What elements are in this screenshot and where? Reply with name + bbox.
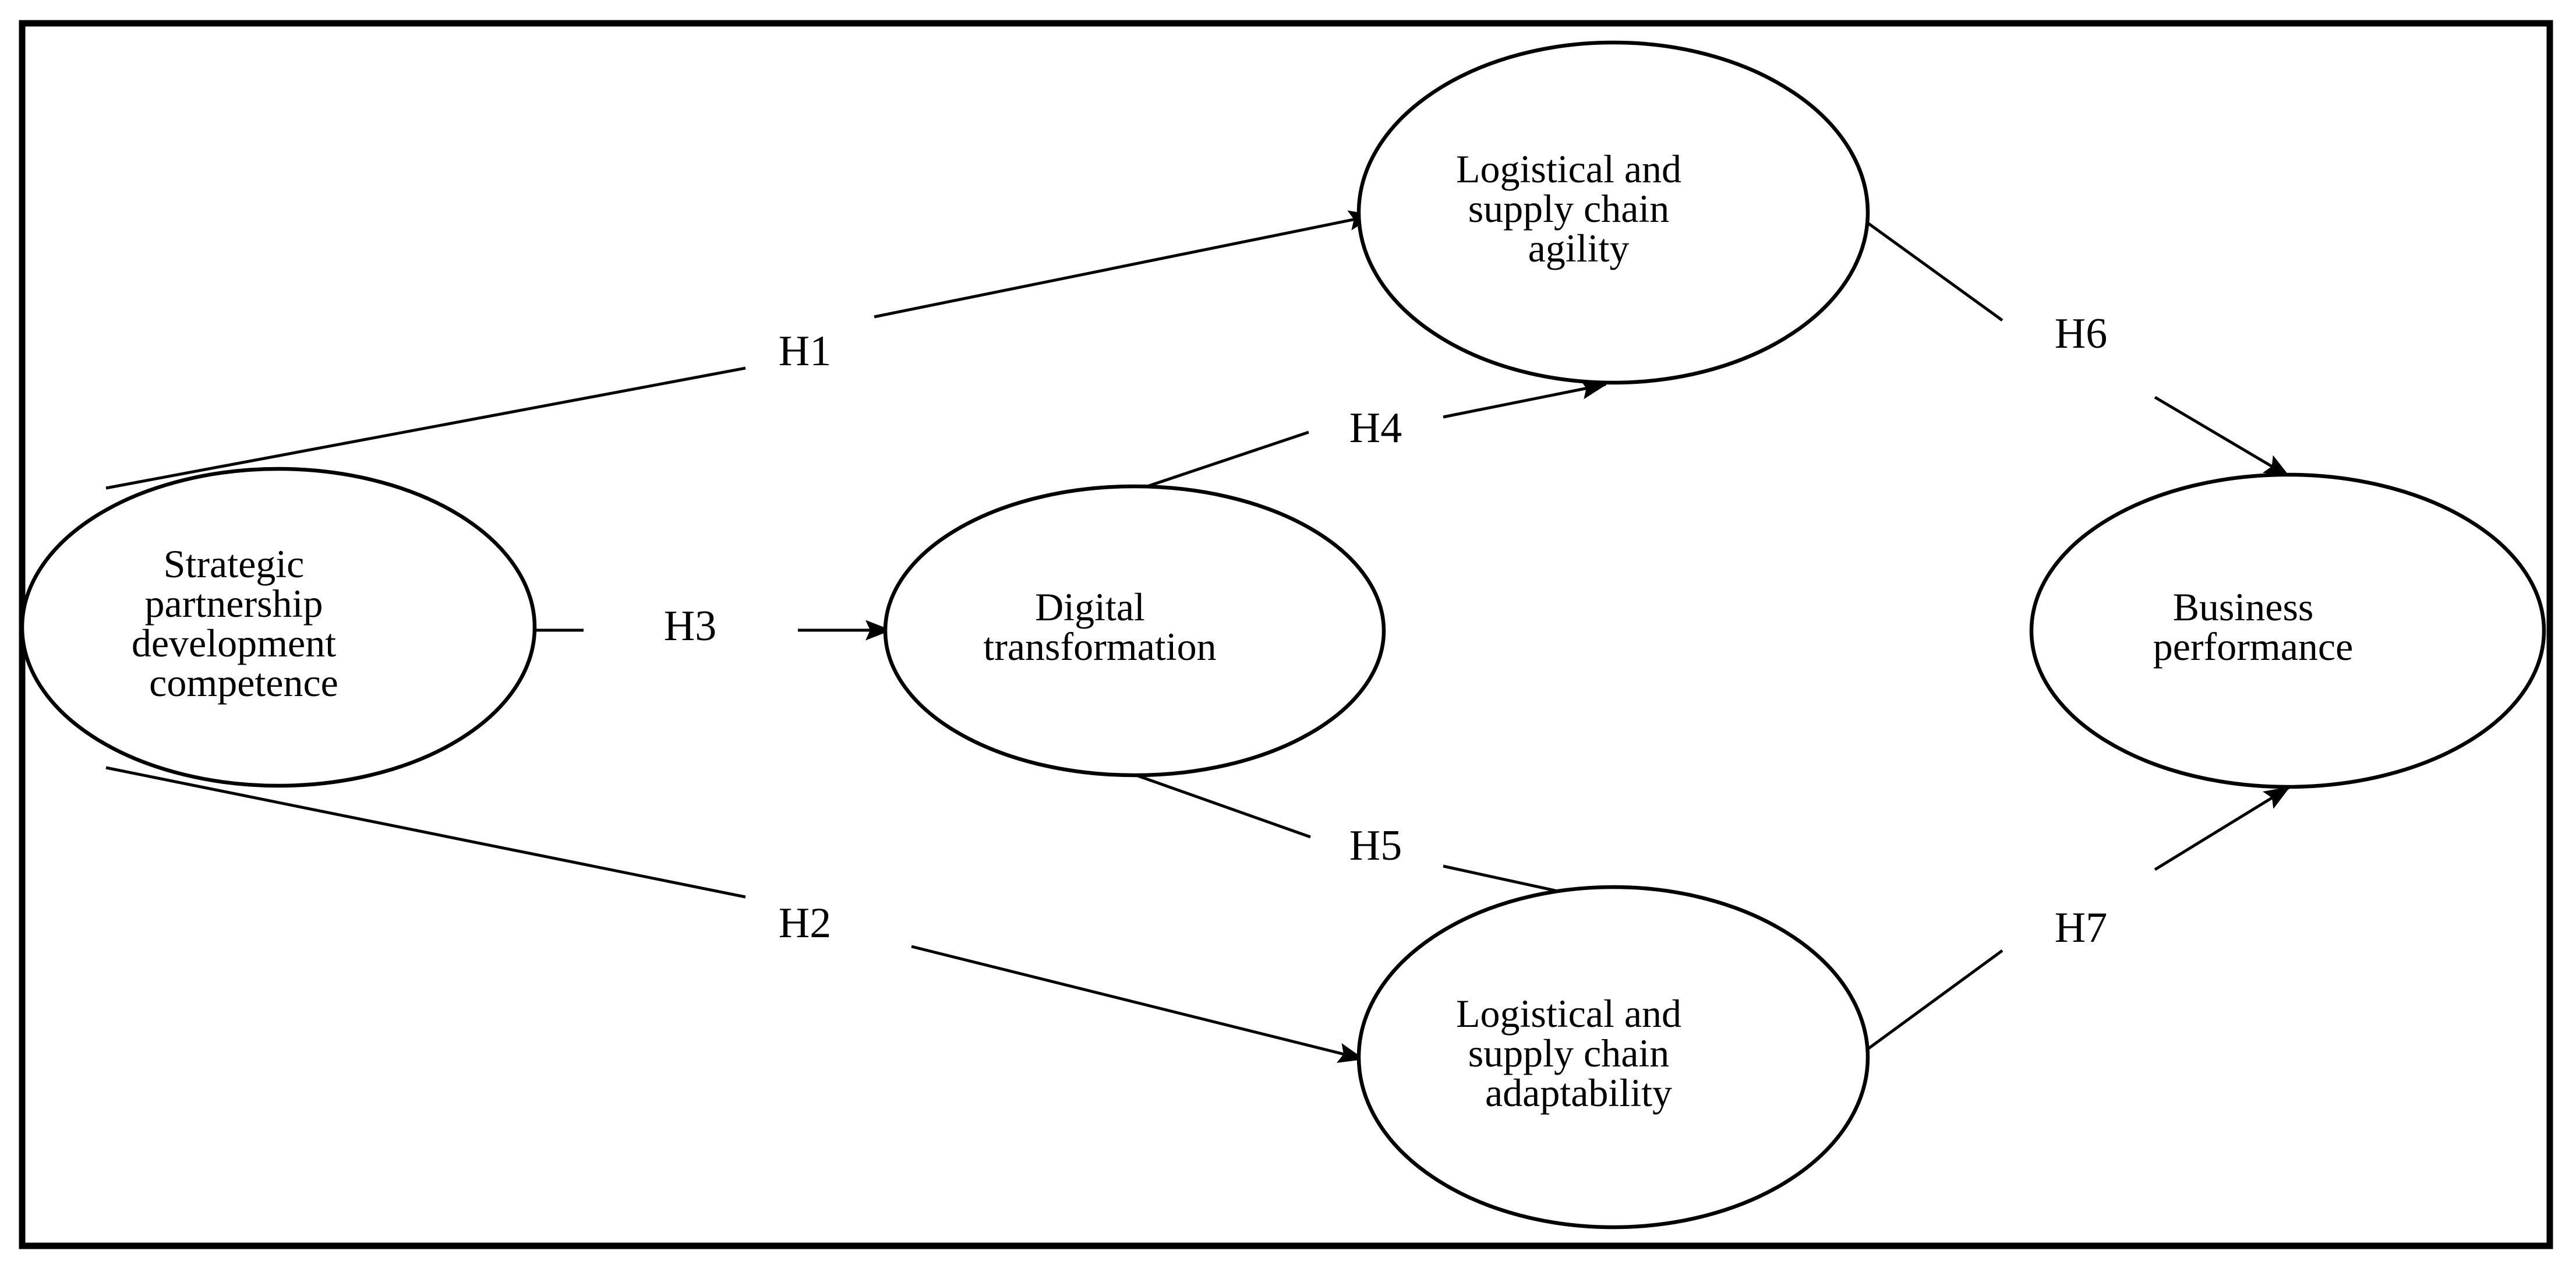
edge-h2: H2 <box>105 766 1365 1063</box>
edge-h6-label: H6 <box>2055 310 2107 358</box>
node-business-performance-shape[interactable] <box>2029 472 2546 789</box>
edge-h6: H6 <box>1858 215 2291 478</box>
edge-h3-label: H3 <box>664 602 716 650</box>
node-sc-adaptability-label: Logistical and supply chain adaptability <box>1456 991 1771 1115</box>
edge-h1-segment-b <box>874 210 1375 319</box>
node-business-performance[interactable]: Business performance <box>2029 472 2546 789</box>
node-line: performance <box>2153 624 2354 669</box>
node-line: competence <box>149 661 338 705</box>
node-sc-agility-label: Logistical and supply chain agility <box>1456 147 1771 270</box>
edge-h7-segment-b <box>2154 786 2291 871</box>
node-line: partnership <box>145 581 323 626</box>
edge-h2-segment-a <box>105 766 746 899</box>
node-line: Digital <box>1035 585 1145 629</box>
edge-h4-label: H4 <box>1349 404 1402 452</box>
edge-h7-label: H7 <box>2055 904 2107 952</box>
node-line: Logistical and <box>1456 147 1681 191</box>
edge-h5-segment-a <box>1134 773 1311 839</box>
node-line: Business <box>2173 585 2314 629</box>
node-strategic-partnership-shape[interactable] <box>20 467 537 788</box>
node-line: development <box>132 621 336 665</box>
edge-h4-segment-a <box>1138 430 1309 491</box>
edge-h3: H3 <box>527 602 892 650</box>
edge-h1: H1 <box>105 210 1375 490</box>
node-line: Strategic <box>164 542 305 586</box>
node-line: agility <box>1528 226 1630 270</box>
edge-h6-segment-b <box>2154 395 2291 478</box>
node-strategic-partnership-label: Strategic partnership development compet… <box>132 542 425 705</box>
node-digital-transformation-shape[interactable] <box>883 484 1386 778</box>
edge-h1-label: H1 <box>779 327 831 375</box>
node-digital-transformation-label: Digital transformation <box>983 585 1285 669</box>
node-sc-adaptability-shape[interactable] <box>1356 885 1870 1230</box>
edge-h2-segment-b <box>911 945 1365 1063</box>
node-line: supply chain <box>1468 1031 1670 1075</box>
node-strategic-partnership[interactable]: Strategic partnership development compet… <box>20 467 537 788</box>
node-line: supply chain <box>1468 186 1670 231</box>
node-business-performance-label: Business performance <box>2153 585 2423 669</box>
node-line: transformation <box>983 624 1216 669</box>
edge-h5: H5 <box>1134 773 1610 907</box>
edge-h7-segment-a <box>1858 949 2003 1057</box>
node-line: Logistical and <box>1456 991 1681 1036</box>
edge-h7: H7 <box>1858 786 2291 1057</box>
node-sc-adaptability[interactable]: Logistical and supply chain adaptability <box>1356 885 1870 1230</box>
edge-h5-label: H5 <box>1349 822 1402 870</box>
node-digital-transformation[interactable]: Digital transformation <box>883 484 1386 778</box>
edge-h1-segment-a <box>105 366 746 490</box>
edge-h6-segment-a <box>1858 215 2003 322</box>
node-line: adaptability <box>1485 1071 1672 1115</box>
edge-h4-segment-b <box>1443 379 1607 419</box>
node-sc-agility[interactable]: Logistical and supply chain agility <box>1356 40 1870 385</box>
edge-h2-label: H2 <box>779 899 831 947</box>
node-sc-agility-shape[interactable] <box>1356 40 1870 385</box>
edge-h4: H4 <box>1138 379 1607 491</box>
